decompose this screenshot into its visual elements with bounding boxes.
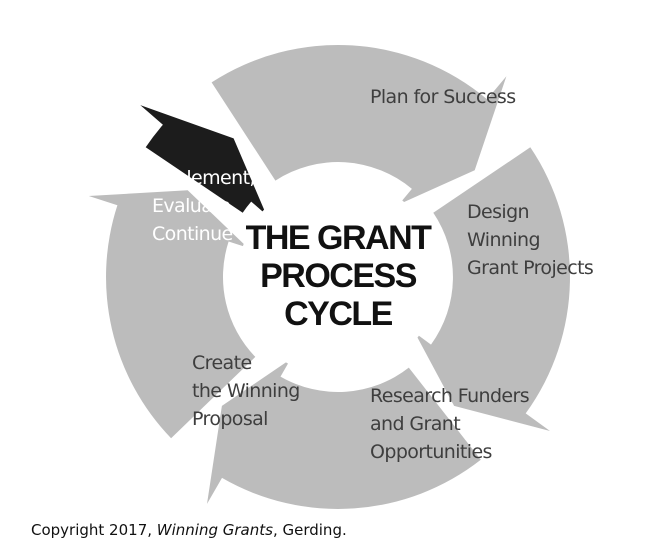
segment-label-plan: Plan for Success bbox=[370, 86, 516, 108]
segment-label-line: Grant Projects bbox=[467, 257, 593, 279]
copyright-prefix: Copyright 2017, bbox=[31, 521, 157, 539]
copyright-suffix: , Gerding. bbox=[272, 521, 347, 539]
cycle-arrow-create bbox=[88, 190, 256, 439]
segment-label-line: Create bbox=[192, 352, 252, 374]
segment-label-line: Opportunities bbox=[370, 441, 492, 463]
segment-label-line: Research Funders bbox=[370, 385, 529, 407]
copyright-note: Copyright 2017, Winning Grants, Gerding. bbox=[31, 521, 347, 539]
center-circle bbox=[238, 177, 438, 377]
cycle-arrow-research bbox=[207, 359, 481, 509]
segment-label-line: Continue bbox=[152, 223, 233, 245]
segment-label-line: Implement, bbox=[152, 167, 255, 189]
center-title-line: PROCESS bbox=[260, 257, 417, 295]
segment-label-line: Proposal bbox=[192, 408, 268, 430]
segment-label-line: Evaluate, bbox=[152, 195, 236, 217]
cycle-arrow-plan bbox=[211, 44, 507, 205]
segment-label-line: Plan for Success bbox=[370, 86, 516, 108]
copyright-book-title: Winning Grants bbox=[156, 521, 273, 539]
cycle-arrow-implement bbox=[140, 105, 267, 215]
segment-label-line: Design bbox=[467, 201, 529, 223]
center-title-line: CYCLE bbox=[284, 295, 393, 333]
cycle-arrow-design bbox=[414, 147, 570, 432]
segment-label-implement: Implement, Evaluate, Continue bbox=[152, 167, 255, 245]
segment-label-line: and Grant bbox=[370, 413, 460, 435]
segment-label-line: the Winning bbox=[192, 380, 300, 402]
cycle-arrows bbox=[88, 44, 570, 509]
segment-label-line: Winning bbox=[467, 229, 540, 251]
center-title-line: THE GRANT bbox=[246, 219, 433, 257]
